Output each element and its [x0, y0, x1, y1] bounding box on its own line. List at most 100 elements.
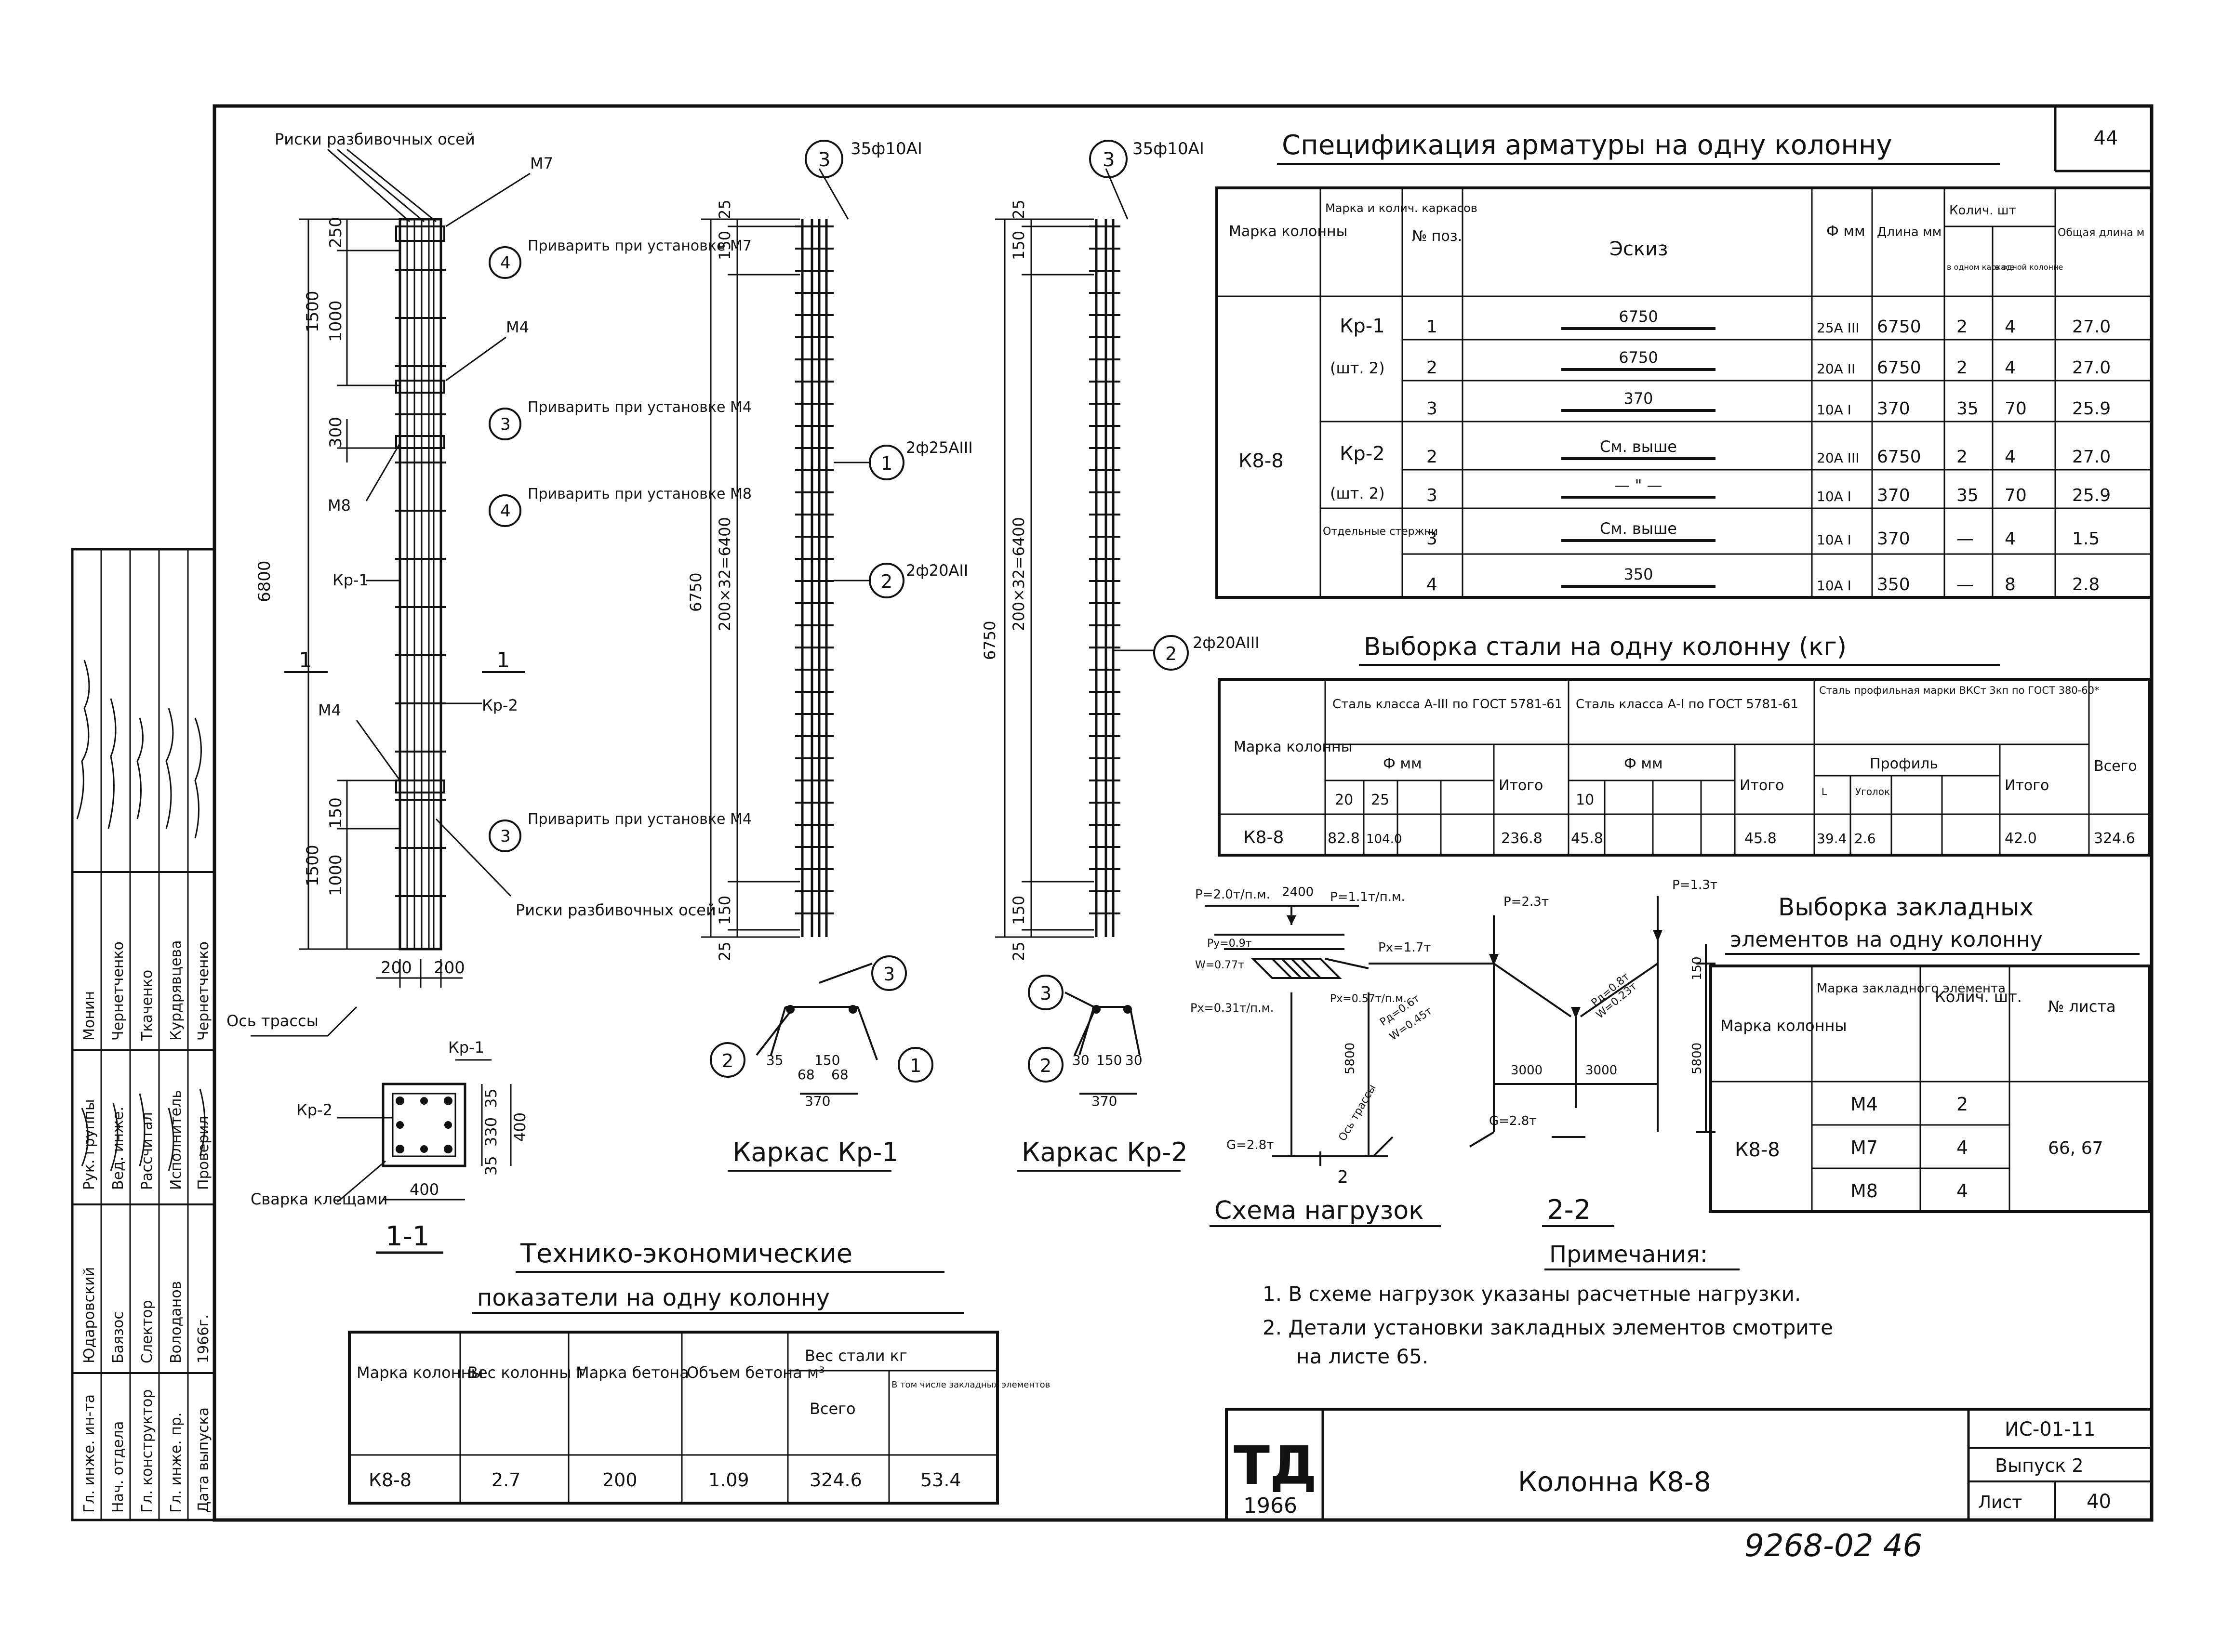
- spec-cell: 2: [1426, 358, 1437, 378]
- spec-cell: 6750: [1877, 358, 1921, 378]
- spec-header: Эскиз: [1609, 238, 1668, 260]
- steel-header: Ф мм: [1624, 755, 1663, 772]
- svg-text:3: 3: [1103, 149, 1115, 171]
- load-label: G=2.8т: [1489, 1114, 1536, 1128]
- spec-cell: 370: [1877, 399, 1910, 419]
- dim-label: 400: [511, 1112, 529, 1142]
- left-stamp: Рук. группы Вед. инже. Рассчитал Исполни…: [71, 548, 216, 1521]
- spec-cell: —: [1956, 575, 1974, 595]
- note-item: 2. Детали установки закладных элементов …: [1263, 1316, 1833, 1339]
- load-label: Ось трассы: [1337, 1083, 1379, 1143]
- tep-cell: 2.7: [492, 1469, 520, 1491]
- note-item: 1. В схеме нагрузок указаны расчетные на…: [1263, 1282, 1801, 1306]
- load-label: 2400: [1282, 885, 1314, 899]
- spec-header: Марка колонны: [1229, 223, 1347, 240]
- spec-cell: 3: [1426, 399, 1437, 419]
- risks-label: Риски разбивочных осей: [275, 130, 475, 148]
- sheet-corner-number: 44: [2094, 127, 2118, 149]
- dim-label: 300: [326, 417, 346, 448]
- dim-label: 150: [716, 896, 734, 925]
- spec-cell: 1.5: [2072, 529, 2100, 549]
- spec-header: Общая длина м: [2058, 227, 2144, 239]
- svg-text:3: 3: [818, 149, 830, 171]
- dim-label: 30: [1072, 1052, 1090, 1068]
- stamp-name: Монин: [81, 991, 98, 1041]
- emb-cell: К8-8: [1735, 1139, 1780, 1161]
- spec-cell: 25А III: [1817, 320, 1859, 336]
- sheet-number: 40: [2087, 1491, 2111, 1513]
- load-label: W=0.77т: [1195, 959, 1244, 971]
- spec-cell: 2: [1956, 447, 1968, 467]
- tep-table: Марка колонны Вес колонны т Марка бетона…: [348, 1331, 1050, 1505]
- steel-header: Сталь класса А-III по ГОСТ 5781-61: [1332, 697, 1562, 712]
- dim-label: 6800: [255, 560, 274, 602]
- tep-header: Вес стали кг: [805, 1347, 907, 1365]
- section-title: 1-1: [386, 1221, 429, 1252]
- title-block: ТД 1966 Колонна К8-8 ИС-01-11 Выпуск 2 Л…: [1225, 1408, 2153, 1521]
- tep-title-1: Технико-экономические: [520, 1238, 852, 1269]
- spec-cell: 2: [1956, 358, 1968, 378]
- steel-cell: 45.8: [1571, 830, 1603, 847]
- svg-text:3: 3: [1040, 983, 1051, 1004]
- dim-label: 150: [1010, 896, 1028, 925]
- emb-cell: 66, 67: [2048, 1138, 2103, 1158]
- dim-label: 1500: [303, 291, 322, 332]
- spec-sketch-label: 350: [1623, 565, 1653, 583]
- stamp-role: Нач. отдела: [110, 1421, 127, 1513]
- spec-sketch-label: 6750: [1619, 307, 1658, 326]
- issue-label: Выпуск 2: [1995, 1455, 2084, 1476]
- bar-callout: 2ф20АII: [906, 561, 968, 580]
- bar-callout: 35ф10АI: [851, 139, 922, 159]
- dim-label: 25: [716, 199, 734, 219]
- stamp-role: Гл. инже. ин-та: [81, 1394, 98, 1513]
- load-label: 3000: [1585, 1063, 1617, 1078]
- dim-label: 150: [1010, 231, 1028, 260]
- steel-cell: К8-8: [1243, 828, 1284, 847]
- embedded-title-1: Выборка закладных: [1778, 893, 2034, 921]
- tep-header: Марка колонны: [357, 1363, 483, 1382]
- svg-text:1: 1: [881, 453, 892, 474]
- frame-label-kr2: Кр-2: [296, 1101, 332, 1119]
- spec-group: Отдельные стержни: [1323, 526, 1438, 538]
- spec-subheader: в одной колонне: [1995, 263, 2063, 272]
- tep-header: Объем бетона м³: [687, 1363, 825, 1382]
- dim-label: 150: [326, 797, 346, 829]
- spec-cell: —: [1956, 529, 1974, 549]
- tep-sub: Всего: [810, 1400, 856, 1418]
- tep-title-2: показатели на одну колонну: [477, 1284, 830, 1311]
- notes: Примечания: 1. В схеме нагрузок указаны …: [1263, 1241, 1833, 1368]
- tep-header: Марка бетона: [576, 1363, 689, 1382]
- emb-cell: 2: [1956, 1094, 1968, 1115]
- steel-cell: 45.8: [1744, 830, 1777, 847]
- spec-cell: 35: [1956, 486, 1979, 505]
- steel-header: Всего: [2094, 758, 2137, 775]
- dim-label: 330: [482, 1117, 500, 1147]
- spec-cell: 4: [2005, 358, 2016, 378]
- frame-label-kr1: Кр-1: [448, 1038, 484, 1057]
- load-label: 5800: [1343, 1043, 1357, 1074]
- sheet-label: Лист: [1978, 1493, 2022, 1512]
- notes-title: Примечания:: [1549, 1241, 1708, 1268]
- load-label: Рх=1.7т: [1378, 940, 1431, 955]
- steel-cell: 104.0: [1366, 832, 1402, 846]
- svg-text:3: 3: [500, 827, 511, 846]
- load-label: Р=1.3т: [1672, 878, 1717, 892]
- tep-cell: 200: [602, 1469, 638, 1491]
- dim-label: 25: [1010, 941, 1028, 961]
- svg-text:3: 3: [500, 415, 511, 434]
- stamp-name: Баязос: [110, 1311, 127, 1363]
- embedded-table: Марка колонны Марка закладного элемента …: [1709, 965, 2151, 1213]
- spec-cell: 35: [1956, 399, 1979, 419]
- drawing-name: Колонна К8-8: [1518, 1467, 1711, 1498]
- spec-cell: 10А I: [1817, 532, 1851, 548]
- bar-callout: 2ф20АIII: [1193, 634, 1260, 652]
- spec-col-mark: К8-8: [1238, 450, 1284, 472]
- dim-label: 35: [482, 1156, 500, 1176]
- embedded-label-m7: М7: [530, 154, 553, 172]
- spec-cell: 3: [1426, 529, 1437, 549]
- dim-label: 200: [381, 958, 412, 978]
- emb-header: Марка колонны: [1720, 1017, 1847, 1035]
- steel-cell: 82.8: [1328, 830, 1360, 847]
- steel-sub: Уголок: [1855, 786, 1890, 797]
